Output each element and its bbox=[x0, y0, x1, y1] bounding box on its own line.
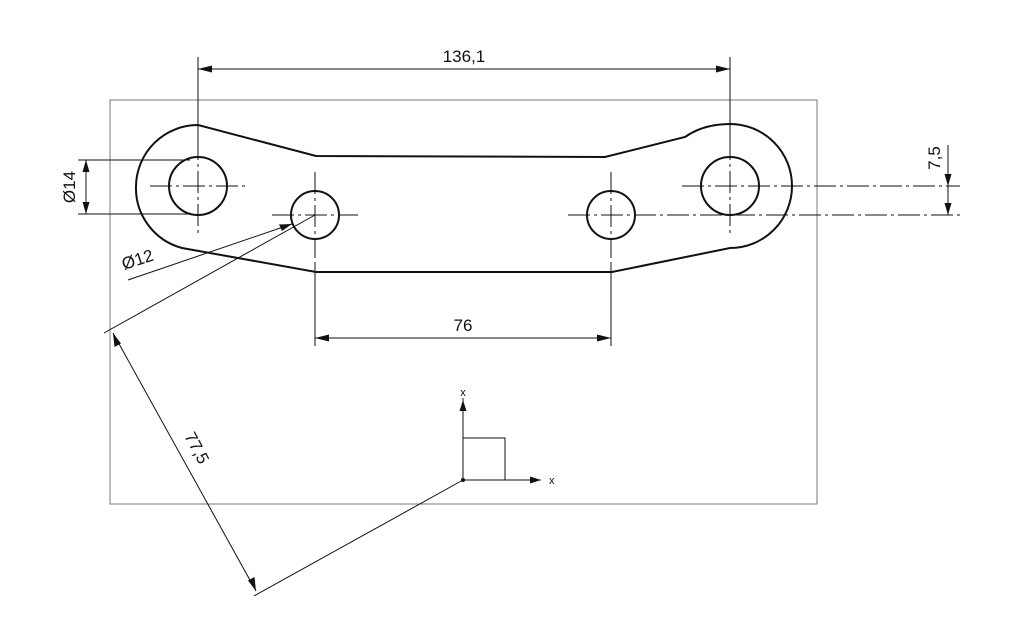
dimension-inner-spacing: 76 bbox=[314, 262, 612, 346]
sheet-frame bbox=[109, 99, 818, 505]
dimension-vertical-offset: 7,5 bbox=[925, 145, 952, 215]
dimension-text-d12: Ø12 bbox=[119, 246, 155, 274]
axis-label-horizontal: x bbox=[549, 475, 555, 487]
dimension-text-136: 136,1 bbox=[443, 47, 486, 66]
origin-square bbox=[462, 437, 506, 481]
dimension-overall-spacing: 136,1 bbox=[197, 47, 731, 150]
axis-label-vertical: x bbox=[460, 387, 466, 399]
dimension-text-7-5: 7,5 bbox=[925, 146, 944, 170]
dimension-text-76: 76 bbox=[454, 316, 473, 335]
axis-arrow-vertical bbox=[459, 400, 467, 411]
dimension-large-hole-diameter: Ø14 bbox=[60, 159, 190, 215]
axis-arrow-horizontal bbox=[530, 476, 541, 484]
origin-point bbox=[461, 478, 465, 482]
dimension-text-d14: Ø14 bbox=[60, 171, 79, 203]
dimension-text-77-5: 77,5 bbox=[180, 429, 212, 467]
coordinate-system: x x bbox=[459, 387, 555, 487]
part-outline bbox=[134, 122, 794, 273]
